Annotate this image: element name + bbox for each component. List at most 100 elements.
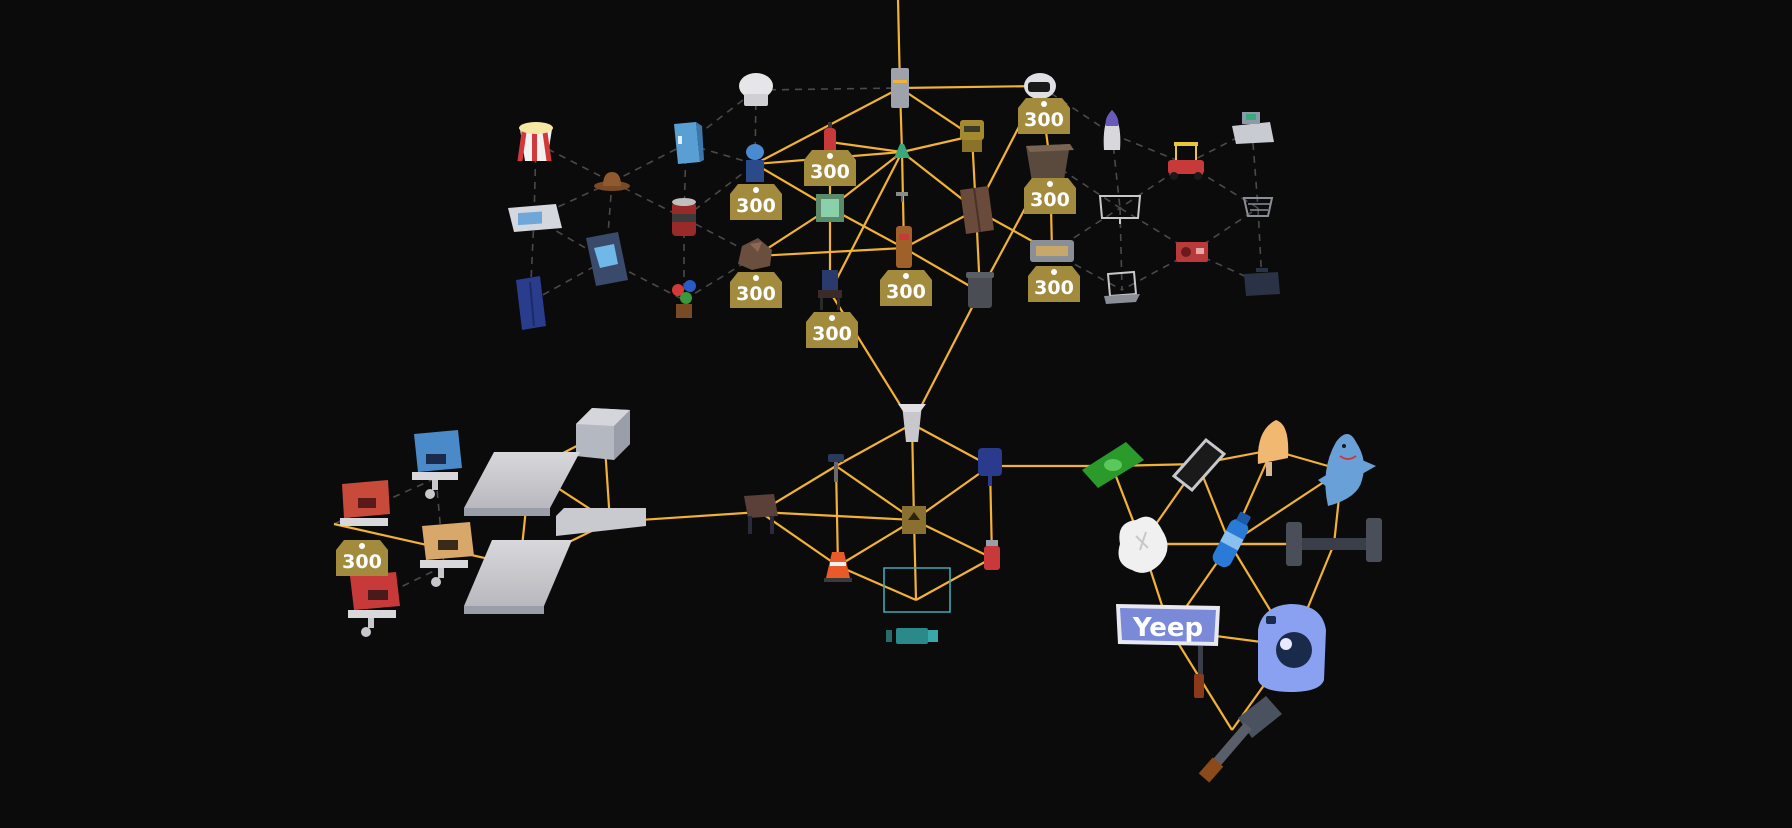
price-tag-label: 300 [812, 323, 852, 345]
cube-icon[interactable] [576, 408, 630, 460]
locked-link [755, 87, 901, 91]
mini-fridge-icon[interactable] [674, 122, 704, 164]
price-tag[interactable]: 300 [336, 540, 388, 576]
price-tag-hole [827, 153, 833, 159]
price-tag-shape [804, 150, 856, 186]
price-tag[interactable]: 300 [730, 184, 782, 220]
tv-block-icon[interactable] [348, 572, 400, 637]
traffic-cone-icon[interactable] [824, 552, 852, 582]
price-tag-shape [806, 312, 858, 348]
owned-link [911, 423, 991, 467]
radio-icon[interactable] [1176, 242, 1208, 262]
ceiling-light-icon[interactable] [894, 144, 910, 158]
price-tag-hole [753, 187, 759, 193]
box-icon[interactable] [902, 506, 926, 534]
price-tag[interactable]: 300 [730, 272, 782, 308]
tv-block-icon[interactable] [340, 480, 390, 526]
locked-link [1257, 207, 1263, 285]
price-tag-hole [903, 273, 909, 279]
small-lamp-icon[interactable] [896, 192, 908, 202]
tv-icon[interactable] [1098, 195, 1142, 224]
tv-block-icon[interactable] [412, 430, 462, 499]
slab-icon[interactable] [464, 452, 580, 516]
stool-icon[interactable] [744, 494, 778, 534]
anvil-icon[interactable] [898, 404, 926, 442]
wardrobe-icon[interactable] [960, 186, 994, 234]
cash-register-icon[interactable] [1232, 112, 1274, 144]
shopping-cart-icon[interactable] [1242, 197, 1274, 217]
cowboy-hat-icon[interactable] [594, 172, 630, 191]
price-tag-shape [1028, 266, 1080, 302]
water-cooler-icon[interactable] [746, 144, 764, 182]
laptop-icon[interactable] [1104, 270, 1140, 304]
robot-icon[interactable] [960, 120, 984, 152]
price-tag-shape [730, 272, 782, 308]
price-tag-hole [1051, 269, 1057, 275]
shark-plush-icon[interactable] [1318, 434, 1376, 506]
price-tag-shape [1018, 98, 1070, 134]
phone-icon[interactable] [1171, 437, 1227, 493]
chair-icon[interactable] [818, 270, 842, 310]
owned-link [903, 247, 981, 293]
price-tag[interactable]: 300 [1028, 266, 1080, 302]
owned-link [911, 291, 981, 425]
radiator-icon[interactable] [1030, 240, 1074, 262]
owned-link [754, 87, 901, 165]
price-tag-label: 300 [736, 195, 776, 217]
go-kart-icon[interactable] [1168, 142, 1204, 180]
soda-can-icon[interactable] [672, 198, 696, 236]
popsicle-icon[interactable] [1257, 420, 1289, 476]
totem-icon[interactable] [896, 226, 912, 268]
microwave-icon[interactable] [508, 204, 562, 232]
price-tag-hole [1041, 101, 1047, 107]
locker-icon[interactable] [516, 276, 546, 330]
mailbox-icon[interactable] [978, 448, 1002, 486]
rock-icon[interactable] [738, 238, 772, 270]
owned-link [913, 519, 993, 559]
price-tag-label: 300 [1024, 109, 1064, 131]
speaker-icon[interactable] [1258, 604, 1326, 692]
painting-icon[interactable] [816, 194, 844, 222]
water-bottle-icon[interactable] [1210, 509, 1255, 570]
price-tag[interactable]: 300 [880, 270, 932, 306]
owned-link [837, 564, 917, 602]
yeep-sign-label: Yeep [1132, 613, 1203, 643]
hammer-icon[interactable] [1198, 696, 1282, 783]
cash-icon[interactable] [1082, 442, 1144, 488]
slab-icon[interactable] [464, 540, 572, 614]
owned-link [899, 84, 1041, 90]
price-tag-hole [829, 315, 835, 321]
flower-pot-icon[interactable] [672, 280, 696, 318]
price-tag[interactable]: 300 [1018, 98, 1070, 134]
owned-link [913, 465, 991, 521]
trash-can-icon[interactable] [966, 272, 994, 308]
yeep-sign-icon[interactable]: Yeep [1116, 604, 1220, 698]
placement-preview-outline [883, 567, 951, 613]
price-tag[interactable]: 300 [1024, 178, 1076, 214]
price-tag[interactable]: 300 [804, 150, 856, 186]
gas-can-icon[interactable] [984, 540, 1000, 570]
owned-link [837, 519, 915, 567]
beam-icon[interactable] [556, 508, 646, 536]
price-tag-label: 300 [886, 281, 926, 303]
lamp-icon[interactable] [891, 68, 909, 108]
price-tag-shape [880, 270, 932, 306]
dumbbell-icon[interactable] [1286, 518, 1382, 566]
owned-link [835, 465, 915, 521]
popcorn-icon[interactable] [517, 122, 553, 161]
crumpled-paper-icon[interactable] [1118, 516, 1168, 573]
chef-hat-icon[interactable] [739, 73, 773, 106]
owned-link [835, 423, 913, 467]
fire-extinguisher-icon[interactable] [824, 122, 836, 154]
tv-block-icon[interactable] [420, 522, 474, 587]
flashlight-icon[interactable] [886, 628, 938, 644]
helmet-icon[interactable] [1024, 73, 1056, 99]
locked-link [435, 477, 445, 567]
bathtub-icon[interactable] [1026, 144, 1074, 182]
arcade-cabinet-icon[interactable] [586, 232, 628, 286]
toolbox-icon[interactable] [1244, 268, 1280, 296]
stand-icon[interactable] [828, 454, 844, 482]
price-tag-label: 300 [1030, 189, 1070, 211]
rocket-icon[interactable] [1103, 110, 1121, 150]
price-tag[interactable]: 300 [806, 312, 858, 348]
